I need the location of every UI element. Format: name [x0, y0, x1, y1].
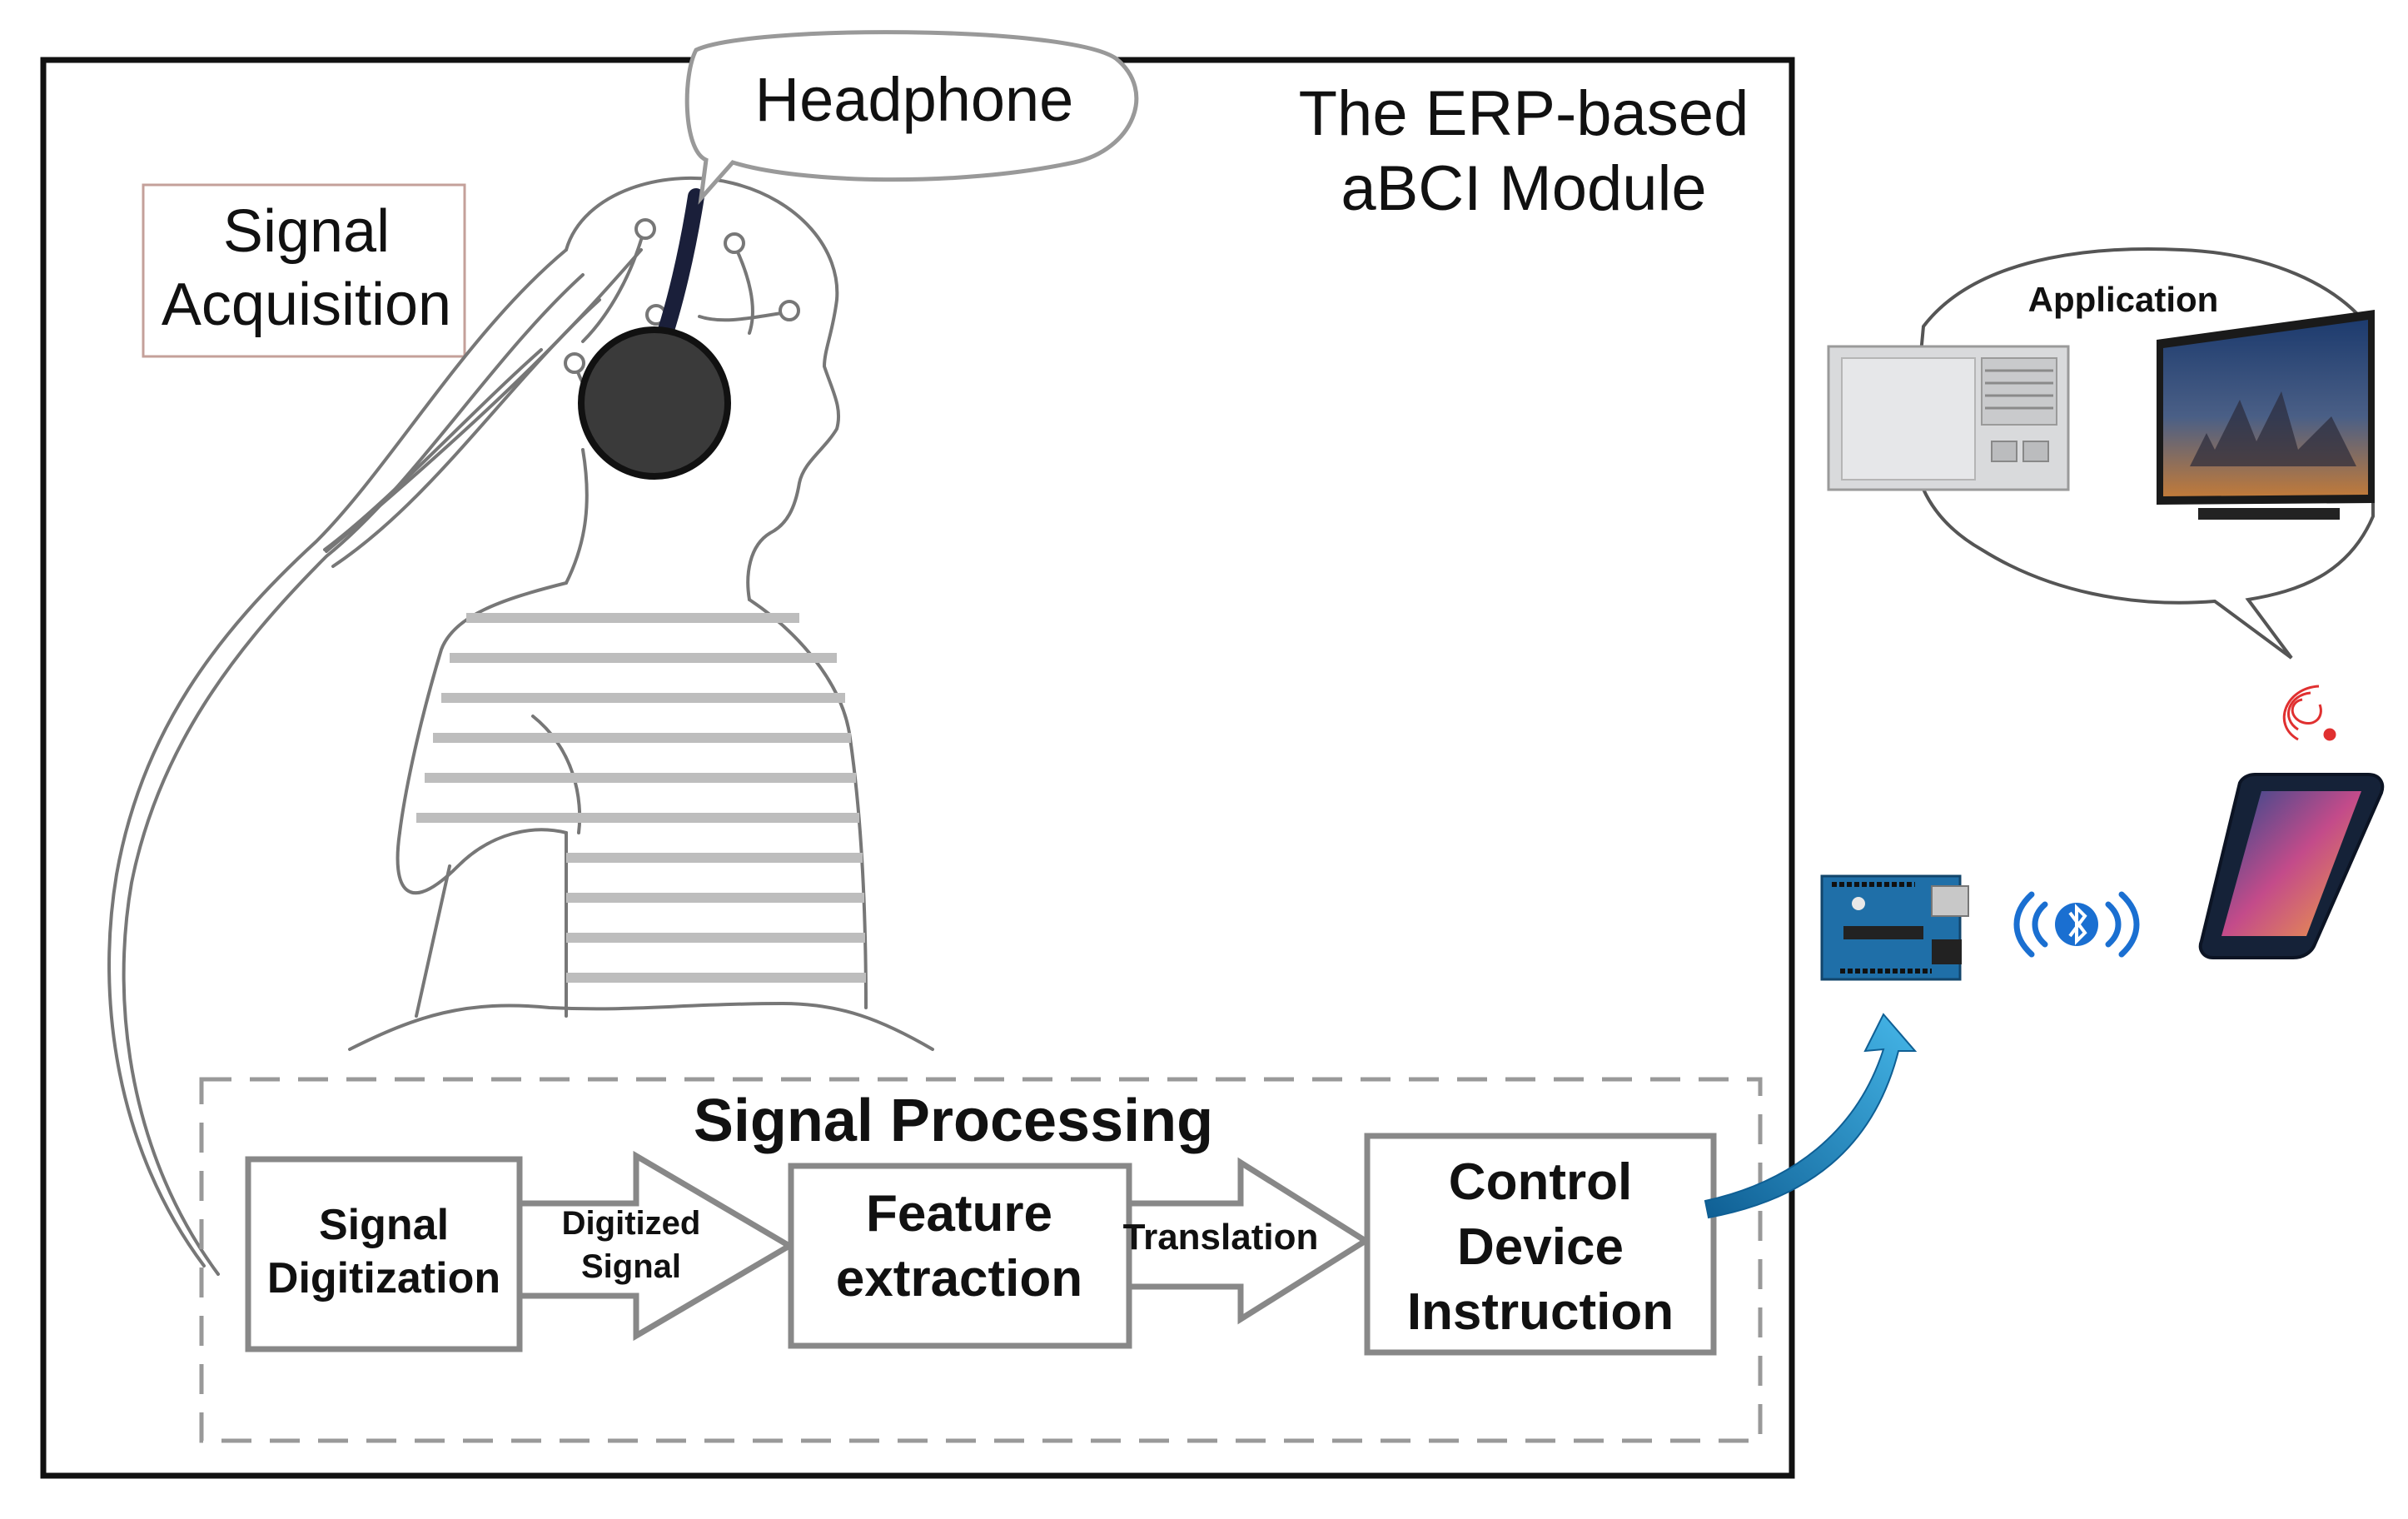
television-icon	[2157, 310, 2375, 520]
digitized-signal-line-2: Signal	[581, 1248, 681, 1285]
signal-digitization-line-2: Digitization	[267, 1254, 500, 1302]
feature-extraction-line-2: extraction	[836, 1250, 1082, 1307]
translation-arrow	[1126, 1157, 1371, 1325]
signal-acquisition-line-2: Acquisition	[162, 271, 451, 338]
striped-shirt	[416, 613, 866, 983]
translation-label: Translation	[1123, 1217, 1319, 1258]
module-title-line-2: aBCI Module	[1341, 153, 1706, 224]
smartphone-icon	[2198, 773, 2385, 959]
feature-extraction-line-1: Feature	[866, 1185, 1052, 1243]
curved-arrow-icon	[1704, 1013, 1918, 1219]
control-instruction-line-1: Control	[1449, 1153, 1632, 1211]
digitized-signal-arrow	[516, 1150, 795, 1342]
control-device-instruction-block	[1364, 1133, 1717, 1356]
headphone-bubble	[684, 30, 1139, 205]
air-conditioner-icon	[1827, 345, 2070, 491]
application-label: Application	[2028, 280, 2219, 319]
signal-acquisition-line-1: Signal	[223, 198, 390, 265]
feature-extraction-block	[788, 1163, 1132, 1349]
signal-digitization-block	[245, 1156, 523, 1352]
arduino-board-icon	[1820, 874, 1969, 981]
control-instruction-line-3: Instruction	[1407, 1283, 1674, 1341]
signal-processing-title: Signal Processing	[694, 1088, 1213, 1154]
digitized-signal-line-1: Digitized	[562, 1205, 701, 1242]
module-title-line-1: The ERP-based	[1299, 78, 1749, 149]
control-instruction-line-2: Device	[1457, 1218, 1624, 1276]
signal-acquisition-box	[142, 183, 466, 358]
headphone-icon	[578, 326, 731, 480]
signal-processing-container	[199, 1077, 1763, 1443]
bluetooth-icon	[2013, 891, 2140, 958]
headphone-label: Headphone	[755, 65, 1074, 134]
signal-digitization-line-1: Signal	[319, 1201, 449, 1249]
wireless-signal-icon	[2282, 685, 2336, 741]
